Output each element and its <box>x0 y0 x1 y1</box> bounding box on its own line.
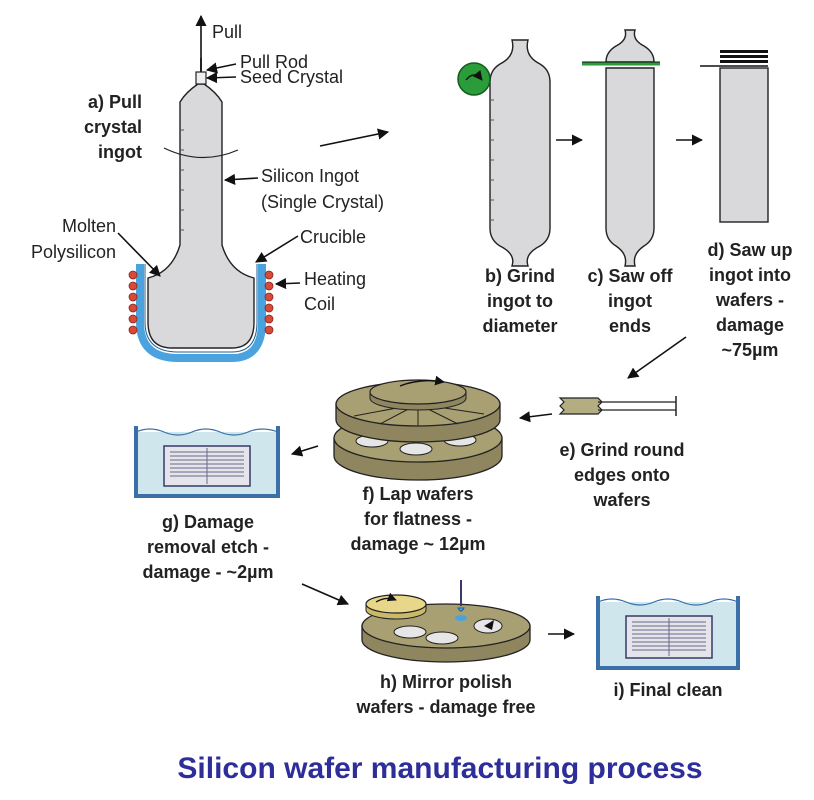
svg-text:Polysilicon: Polysilicon <box>31 242 116 262</box>
step-i-label: i) Final clean <box>613 680 722 700</box>
svg-text:ends: ends <box>609 316 651 336</box>
svg-text:~75µm: ~75µm <box>722 340 779 360</box>
step-g-label: g) Damage removal etch - damage - ~2µm <box>143 512 274 582</box>
step-c-label: c) Saw off ingot ends <box>587 266 673 336</box>
svg-text:wafers - damage free: wafers - damage free <box>355 697 535 717</box>
svg-text:wafers: wafers <box>592 490 650 510</box>
svg-text:ingot: ingot <box>98 142 142 162</box>
svg-text:e) Grind round: e) Grind round <box>560 440 685 460</box>
pull-rod-label: Pull Rod <box>240 52 308 72</box>
step-d-label: d) Saw up ingot into wafers - damage ~75… <box>708 240 793 360</box>
ingot-d <box>719 67 769 223</box>
heating-coil-left <box>128 270 138 335</box>
crystal-puller <box>128 14 274 362</box>
silicon-ingot-label: Silicon Ingot (Single Crystal) <box>261 166 384 212</box>
step-f-label: f) Lap wafers for flatness - damage ~ 12… <box>351 484 486 554</box>
saw-wafers-illustration <box>700 50 769 223</box>
seed-crystal-label: Seed Crystal <box>240 67 343 87</box>
svg-text:crystal: crystal <box>84 117 142 137</box>
svg-text:Molten: Molten <box>62 216 116 236</box>
rotation-indicator <box>163 147 239 159</box>
svg-text:removal etch -: removal etch - <box>147 537 269 557</box>
saw-ends-illustration <box>582 29 660 267</box>
crucible-inner-line <box>144 264 258 353</box>
heating-coil-label: Heating Coil <box>304 269 366 314</box>
svg-text:(Single Crystal): (Single Crystal) <box>261 192 384 212</box>
lapping-machine <box>333 375 503 481</box>
svg-text:diameter: diameter <box>482 316 557 336</box>
svg-text:a) Pull: a) Pull <box>88 92 142 112</box>
silicon-ingot <box>147 83 255 349</box>
ingot-c-cap <box>605 29 655 63</box>
svg-text:h) Mirror polish: h) Mirror polish <box>380 672 512 692</box>
step-h-label: h) Mirror polish wafers - damage free <box>355 672 535 717</box>
svg-text:g) Damage: g) Damage <box>162 512 254 532</box>
svg-text:Silicon Ingot: Silicon Ingot <box>261 166 359 186</box>
svg-text:damage ~ 12µm: damage ~ 12µm <box>351 534 486 554</box>
svg-text:Coil: Coil <box>304 294 335 314</box>
ingot-b <box>489 39 551 267</box>
svg-text:ingot: ingot <box>608 291 652 311</box>
svg-text:ingot into: ingot into <box>709 265 791 285</box>
svg-text:edges onto: edges onto <box>574 465 670 485</box>
svg-text:for flatness -: for flatness - <box>364 509 472 529</box>
heating-coil-right <box>264 270 274 335</box>
step-b-label: b) Grind ingot to diameter <box>482 266 557 336</box>
svg-text:c) Saw off: c) Saw off <box>587 266 673 286</box>
svg-text:Heating: Heating <box>304 269 366 289</box>
edge-grinder-illustration <box>558 396 677 416</box>
diagram-title: Silicon wafer manufacturing process <box>177 752 702 785</box>
etch-bath <box>134 426 280 498</box>
polishing-machine <box>361 580 531 663</box>
grinding-wheel <box>457 62 491 96</box>
crucible <box>136 264 266 362</box>
step-a-label: a) Pull crystal ingot <box>84 92 142 162</box>
molten-polysilicon-label: Molten Polysilicon <box>31 216 116 262</box>
final-clean-bath <box>596 596 740 670</box>
svg-text:wafers -: wafers - <box>715 290 784 310</box>
grind-ingot-illustration <box>457 39 551 267</box>
svg-text:ingot to: ingot to <box>487 291 553 311</box>
ingot-c-body <box>605 67 655 267</box>
svg-text:f) Lap wafers: f) Lap wafers <box>362 484 473 504</box>
crucible-label: Crucible <box>300 227 366 247</box>
pull-label: Pull <box>212 22 242 42</box>
svg-text:damage: damage <box>716 315 784 335</box>
svg-text:damage - ~2µm: damage - ~2µm <box>143 562 274 582</box>
seed-crystal <box>195 71 207 85</box>
step-e-label: e) Grind round edges onto wafers <box>560 440 685 510</box>
svg-text:b) Grind: b) Grind <box>485 266 555 286</box>
svg-text:d) Saw up: d) Saw up <box>708 240 793 260</box>
